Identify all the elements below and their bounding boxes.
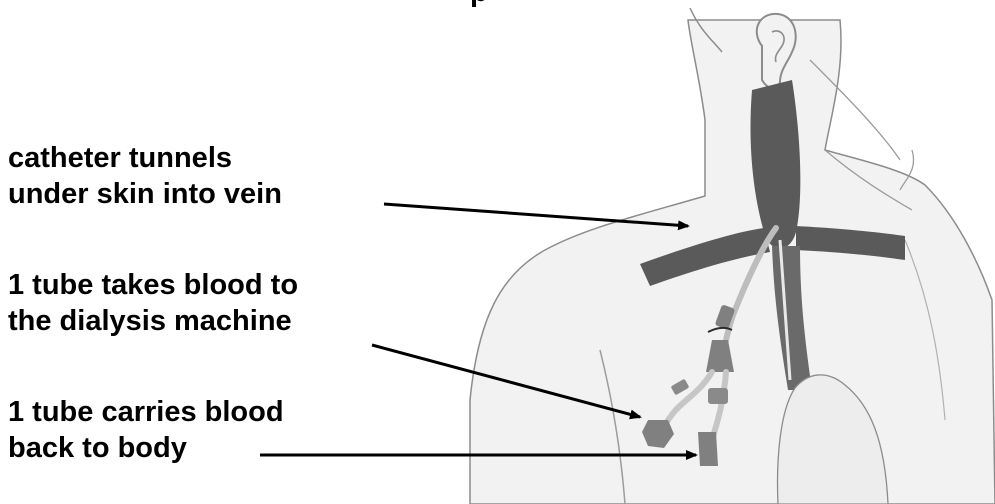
- label-tube-to-machine-line1: 1 tube takes blood to: [8, 267, 298, 303]
- venous-connector: [698, 432, 718, 466]
- label-tube-to-machine-line2: the dialysis machine: [8, 303, 298, 339]
- body-silhouette: [470, 20, 995, 504]
- label-catheter-tunnels-line2: under skin into vein: [8, 176, 282, 212]
- label-tube-to-machine: 1 tube takes blood to the dialysis machi…: [8, 267, 298, 339]
- label-tube-to-body: 1 tube carries blood back to body: [8, 394, 284, 466]
- label-catheter-tunnels-line1: catheter tunnels: [8, 140, 282, 176]
- label-catheter-tunnels: catheter tunnels under skin into vein: [8, 140, 282, 212]
- label-tube-to-body-line1: 1 tube carries blood: [8, 394, 284, 430]
- venous-clamp: [708, 388, 728, 404]
- label-tube-to-body-line2: back to body: [8, 430, 284, 466]
